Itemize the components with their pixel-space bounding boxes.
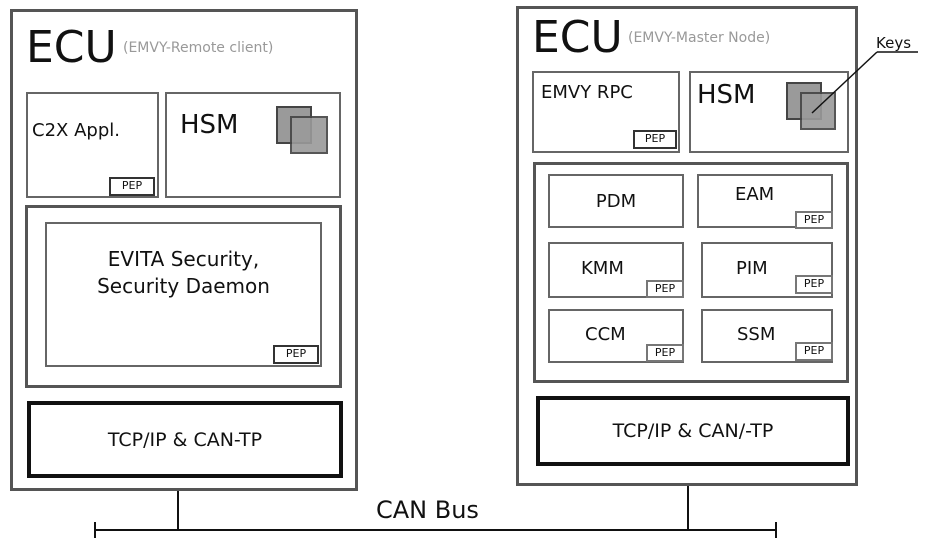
module-kmm <box>548 242 684 298</box>
pep-badge: PEP <box>273 345 319 364</box>
hsm-label-right: HSM <box>697 80 756 110</box>
ecu-right-title: ECU <box>532 12 623 63</box>
evita-security-line2: Security Daemon <box>97 274 270 298</box>
module-pim-label: PIM <box>736 258 768 279</box>
emvy-rpc-label: EMVY RPC <box>541 82 633 103</box>
keys-leader-line <box>811 51 878 114</box>
pep-badge: PEP <box>646 280 684 298</box>
evita-security-box <box>45 222 322 367</box>
pep-badge: PEP <box>109 177 155 196</box>
key-icon <box>290 116 328 154</box>
hsm-label-left: HSM <box>180 110 239 140</box>
module-pdm: PDM <box>548 174 684 228</box>
module-kmm-label: KMM <box>581 258 624 279</box>
ecu-left-title: ECU <box>26 22 117 73</box>
ecu-left-subtitle: (EMVY-Remote client) <box>123 40 274 56</box>
pep-badge: PEP <box>646 344 684 362</box>
pep-badge: PEP <box>795 275 833 294</box>
transport-box-right: TCP/IP & CAN/-TP <box>536 396 850 466</box>
transport-label-right: TCP/IP & CAN/-TP <box>612 420 774 442</box>
keys-label: Keys <box>876 34 912 52</box>
can-bus-label: CAN Bus <box>374 496 481 524</box>
module-ccm-label: CCM <box>585 324 626 345</box>
c2x-appl-label: C2X Appl. <box>32 120 120 141</box>
transport-box-left: TCP/IP & CAN-TP <box>27 401 343 478</box>
ecu-right-subtitle: (EMVY-Master Node) <box>628 30 771 46</box>
pep-badge: PEP <box>795 211 833 229</box>
module-ssm-label: SSM <box>737 324 776 345</box>
module-pdm-label: PDM <box>595 190 637 212</box>
pep-badge: PEP <box>633 130 677 149</box>
transport-label-left: TCP/IP & CAN-TP <box>107 428 263 451</box>
evita-security-line1: EVITA Security, <box>107 247 260 271</box>
pep-badge: PEP <box>795 342 833 361</box>
module-eam-label: EAM <box>735 184 775 205</box>
evita-security-label: EVITA Security, Security Daemon <box>45 246 322 300</box>
key-icon <box>800 92 836 130</box>
